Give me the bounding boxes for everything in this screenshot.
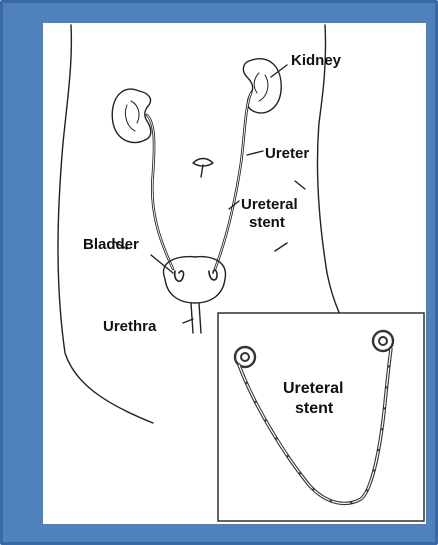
- label-kidney: Kidney: [291, 52, 342, 69]
- label-urethra: Urethra: [103, 318, 157, 335]
- left-kidney-inner: [125, 101, 139, 131]
- inset-label-line2: stent: [295, 400, 334, 417]
- body-outline-left: [58, 25, 153, 423]
- hip-mark: [295, 181, 305, 189]
- bladder-stent-curl-right: [209, 270, 217, 280]
- navel: [193, 159, 213, 178]
- label-ureteral-stent-line2: stent: [249, 214, 285, 231]
- label-bladder: Bladder: [83, 236, 139, 253]
- urethra: [191, 303, 201, 333]
- left-ureter-inner: [147, 115, 173, 269]
- inset-label-line1: Ureteral: [283, 380, 343, 397]
- right-ureter-inner: [215, 93, 251, 269]
- bladder-stent-curl-left: [175, 271, 184, 281]
- left-kidney: [112, 89, 151, 142]
- anatomy-diagram: Kidney Ureter Ureteral stent Bladder Ure…: [43, 23, 426, 524]
- ureter-leader: [247, 151, 263, 155]
- diagram-panel: Kidney Ureter Ureteral stent Bladder Ure…: [43, 23, 426, 524]
- kidney-leader: [271, 65, 287, 77]
- label-ureter: Ureter: [265, 145, 309, 162]
- left-ureter: [147, 115, 173, 269]
- right-kidney-inner: [254, 73, 268, 101]
- label-ureteral-stent-line1: Ureteral: [241, 196, 298, 213]
- skin-mark-right: [275, 243, 287, 251]
- body-outline-right: [317, 25, 355, 343]
